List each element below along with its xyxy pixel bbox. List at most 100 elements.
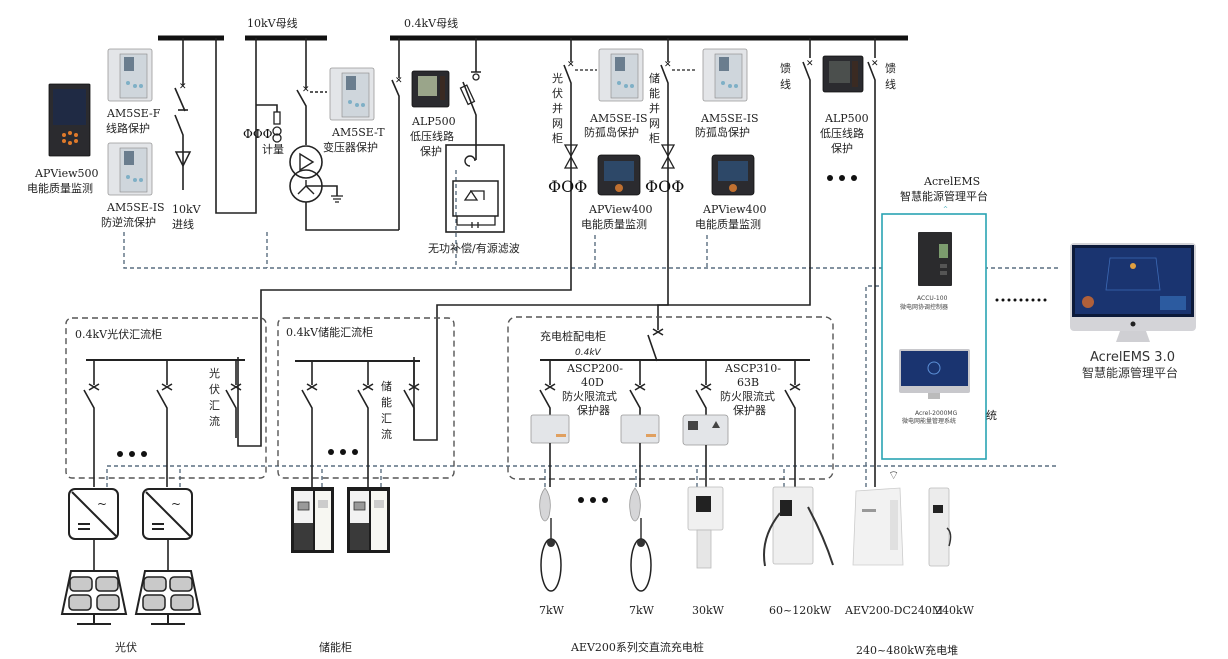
top-left-devices: APView500 电能质量监测 AM5SE-F 线路保护 AM5SE-IS 防… (27, 48, 385, 229)
ac-charger-7kw-1 (539, 487, 562, 592)
am5se-t-desc: 变压器保护 (323, 140, 378, 154)
svg-text:ASCP200-: ASCP200- (566, 362, 623, 375)
apview400-storage-desc: 电能质量监测 (695, 217, 761, 231)
svg-text:保护器: 保护器 (733, 403, 766, 417)
charging-cabinet-title: 充电桩配电柜 (540, 329, 606, 343)
more-ac-chargers-dots (578, 497, 608, 503)
svg-text:储: 储 (649, 71, 660, 85)
am5se-is-reverse-device (107, 142, 153, 196)
am5se-f-model: AM5SE-F (106, 107, 161, 120)
acrelems-platform-monitor (1070, 243, 1196, 342)
ac-charger-7kw-2 (629, 487, 652, 592)
charging-stack-label: 240~480kW充电堆 (856, 643, 958, 657)
pv-cabinet-title: 0.4kV光伏汇流柜 (75, 327, 162, 341)
svg-text:并: 并 (649, 101, 660, 115)
storage-cabinet-1 (291, 487, 334, 553)
svg-text:伏: 伏 (209, 382, 220, 396)
ascp310-device (682, 414, 729, 446)
am5se-is-pv-device (598, 48, 644, 102)
svg-text:~: ~ (171, 497, 181, 511)
ground-icon (331, 195, 343, 203)
incoming-label: 10kV (172, 203, 202, 216)
compensation-label: 无功补偿/有源滤波 (428, 241, 520, 255)
svg-text:✕: ✕ (806, 59, 814, 69)
am5se-f-device (107, 48, 153, 102)
apview500-desc: 电能质量监测 (27, 181, 93, 195)
lv-bus-label: 0.4kV母线 (404, 16, 458, 30)
accu-model: ACCU-100 (917, 295, 948, 302)
dc-charger-30kw (687, 486, 724, 569)
platform-subtitle: 智慧能源管理平台 (1082, 365, 1178, 380)
svg-text:~: ~ (97, 497, 107, 511)
lv-section: 0.4kV母线 ✕ ALP500 低压线路 保护 无功补偿/有源滤波 ✕ ΦΟΦ (237, 16, 908, 487)
charger-power-label: 7kW (539, 604, 565, 617)
svg-text:63B: 63B (737, 376, 759, 389)
accu-100-device (918, 232, 952, 286)
ems-link-dots (995, 298, 1047, 302)
alp500-right-desc: 低压线路 (820, 126, 864, 140)
hv-section: 10kV母线 ✕ 10kV 进线 ΦΦΦ 计量 ✕ (158, 16, 399, 231)
solar-panel-1 (60, 570, 128, 625)
apview400-pv-device (597, 154, 641, 196)
pv-combiner-vlabel: 光 伏 汇 流 (209, 366, 220, 428)
alp500-right-model: ALP500 (824, 112, 869, 125)
alp500-right-desc-2: 保护 (831, 141, 853, 155)
charger-power-label: 60~120kW (769, 604, 832, 617)
storage-ct-icon: ΦΟΦ (645, 177, 684, 196)
svg-text:保护器: 保护器 (577, 403, 610, 417)
svg-text:✕: ✕ (567, 60, 575, 70)
svg-text:40D: 40D (581, 376, 604, 389)
svg-text:✕: ✕ (664, 60, 672, 70)
ems-panel: AcrelEMS 智慧能源管理平台 ^ ACCU-100 微电网协调控制器 Ac… (881, 175, 997, 460)
am5se-is-pv-model: AM5SE-IS (589, 112, 648, 125)
ems-subtitle: 智慧能源管理平台 (900, 189, 988, 203)
alp500-left-desc-2: 保护 (420, 144, 442, 158)
am5se-f-desc: 线路保护 (106, 121, 150, 135)
chargers: ⌔ 7kW 7kW 30kW 60~120kW AEV200-DC240M 24… (539, 468, 975, 657)
breaker-x-icon: ✕ (179, 82, 187, 92)
more-feeders-dots (827, 175, 857, 181)
pv-inverter-2: ~ (142, 488, 193, 540)
charging-terminal-240kw (928, 487, 952, 567)
apview400-storage-device (711, 154, 755, 196)
storage-combiner-vlabel: 储 能 汇 流 (381, 379, 392, 441)
apview500-device (48, 83, 91, 157)
apview400-pv-desc: 电能质量监测 (581, 217, 647, 231)
incoming-arrow-icon (174, 151, 192, 168)
am5se-t-model: AM5SE-T (331, 126, 385, 139)
charging-cabinet: 充电桩配电柜 0.4kV ASCP200- 40D 防火限流式 保护器 ASCP… (507, 316, 834, 487)
pv-combiner-cabinet: 0.4kV光伏汇流柜 光 伏 汇 流 (65, 317, 267, 487)
pv-vertical-label: 光 伏 并 网 柜 (552, 71, 563, 145)
pv-inverter-1: ~ (68, 488, 119, 540)
svg-text:网: 网 (552, 117, 563, 130)
svg-text:✕: ✕ (302, 85, 310, 95)
ac-dc-charger-label: AEV200系列交直流充电桩 (570, 640, 704, 654)
svg-text:防火限流式: 防火限流式 (562, 389, 617, 403)
svg-text:光: 光 (552, 71, 563, 85)
svg-text:线: 线 (885, 77, 896, 91)
stray-char: 统 (986, 409, 997, 422)
ct-icon: ΦΦΦ (243, 127, 273, 141)
storage-cb-icon (660, 144, 676, 169)
acrel2000-model: Acrel-2000MG (915, 410, 958, 417)
feeder-right-label: 馈 (885, 62, 896, 75)
am5se-t-device (329, 67, 375, 121)
storage-cabinet-title: 0.4kV储能汇流柜 (286, 325, 373, 339)
incoming-label-2: 进线 (172, 217, 194, 231)
pv-inverters: ~ ~ 光伏 (60, 488, 202, 654)
svg-text:^: ^ (943, 206, 948, 213)
metering-label: 计量 (262, 143, 284, 156)
svg-text:✕: ✕ (395, 76, 403, 86)
comm-lines (106, 170, 1058, 487)
svg-text:柜: 柜 (649, 132, 660, 145)
charger-power-label: 30kW (692, 604, 725, 617)
solar-panel-2 (134, 570, 202, 625)
charger-power-label: 7kW (629, 604, 655, 617)
ascp310-label: ASCP310- 63B 防火限流式 保护器 (720, 362, 781, 417)
alp500-right-device (822, 55, 864, 93)
pv-ct-icon: ΦΟΦ (548, 177, 587, 196)
svg-text:汇: 汇 (381, 412, 392, 425)
svg-text:线: 线 (780, 77, 791, 91)
feeder-left-label: 馈 (780, 62, 791, 75)
